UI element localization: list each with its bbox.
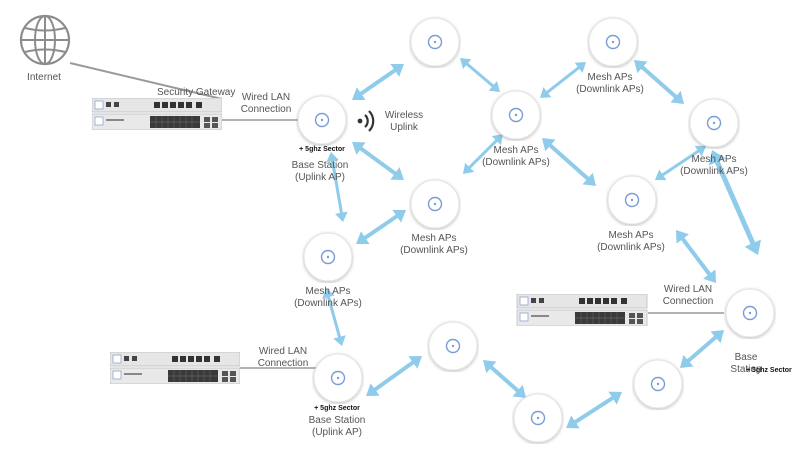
arrow-head — [708, 150, 726, 166]
sector-tag: + 5ghz Sector — [746, 367, 792, 374]
access-point-icon — [690, 99, 738, 147]
access-point-icon — [514, 394, 562, 442]
arrow-head — [634, 60, 648, 74]
arrow-head — [542, 138, 556, 152]
sector-tag: + 5ghz Sector — [299, 146, 345, 153]
switch-rack-icon — [92, 98, 222, 130]
internet-label: Internet — [27, 72, 61, 83]
access-points — [298, 18, 774, 442]
access-point-icon — [429, 322, 477, 370]
arrow-head — [744, 239, 762, 255]
arrow-head — [680, 354, 694, 368]
wireless-link — [684, 333, 720, 365]
arrow-head — [390, 167, 404, 180]
mesh-aps-label: Mesh APs (Downlink APs) — [294, 286, 362, 309]
switch-rack-icon — [516, 294, 648, 326]
access-point-icon — [314, 354, 362, 402]
access-point-icon — [726, 289, 774, 337]
wired-lan-label: Wired LAN Connection — [240, 92, 292, 115]
arrow-head — [694, 145, 706, 157]
globe-icon — [19, 14, 71, 66]
wireless-link — [713, 157, 757, 248]
arrow-head — [366, 383, 380, 396]
arrow-head — [483, 360, 497, 374]
wired-lan-label: Wired LAN Connection — [662, 284, 714, 307]
wireless-link — [466, 137, 500, 171]
wireless-link — [464, 61, 496, 89]
arrow-head — [322, 288, 335, 299]
arrow-head — [566, 415, 580, 429]
mesh-aps-label: Mesh APs (Downlink APs) — [597, 230, 665, 253]
arrow-head — [488, 81, 500, 92]
wireless-link — [371, 358, 417, 394]
wireless-link — [330, 158, 344, 216]
security-gateway-label: Security Gateway — [157, 87, 236, 98]
cable-internet-gateway — [69, 62, 223, 100]
arrow-head — [582, 172, 596, 186]
arrow-head — [356, 231, 370, 245]
wireless-link — [357, 145, 399, 177]
arrow-head — [326, 152, 339, 163]
sector-tag: + 5ghz Sector — [314, 405, 360, 412]
arrow-head — [491, 134, 503, 146]
base-station-uplink-label: Base Station (Uplink AP) — [308, 415, 366, 438]
arrow-head — [335, 211, 348, 222]
base-station-uplink-label: Base Station (Uplink AP) — [291, 160, 349, 183]
base-station-label: Base Station — [730, 352, 762, 375]
access-point-icon — [634, 360, 682, 408]
arrow-head — [710, 330, 724, 344]
cables — [69, 62, 724, 369]
wifi-signal-icon — [357, 110, 375, 132]
wireless-links — [322, 58, 762, 429]
wireless-link — [659, 148, 702, 178]
wireless-link — [361, 212, 401, 242]
wireless-link — [487, 363, 522, 395]
arrow-head — [460, 58, 472, 69]
arrow-head — [408, 356, 422, 369]
access-point-icon — [589, 18, 637, 66]
wireless-link — [544, 64, 582, 96]
arrow-head — [670, 90, 684, 104]
mesh-aps-label: Mesh APs (Downlink APs) — [482, 145, 550, 168]
wireless-link — [357, 66, 399, 98]
access-point-icon — [304, 233, 352, 281]
arrow-head — [392, 209, 406, 223]
switch-rack-icon — [110, 352, 240, 384]
mesh-aps-label: Mesh APs (Downlink APs) — [576, 72, 644, 95]
arrow-head — [333, 335, 346, 346]
access-point-icon — [298, 96, 346, 144]
arrow-head — [655, 169, 667, 181]
mesh-aps-label: Mesh APs (Downlink APs) — [680, 154, 748, 177]
mesh-aps-label: Mesh APs (Downlink APs) — [400, 233, 468, 256]
wireless-link — [638, 63, 680, 101]
wireless-uplink-label: Wireless Uplink — [384, 110, 424, 133]
arrow-head — [540, 87, 552, 98]
arrow-head — [574, 62, 586, 73]
arrow-head — [512, 384, 526, 398]
arrow-head — [608, 391, 622, 405]
access-point-icon — [411, 180, 459, 228]
access-point-icon — [492, 91, 540, 139]
arrow-head — [352, 142, 366, 155]
wireless-link — [546, 141, 592, 183]
wired-lan-label: Wired LAN Connection — [257, 346, 309, 369]
arrow-head — [390, 64, 404, 77]
wireless-link — [571, 394, 617, 426]
wireless-link — [326, 293, 342, 341]
wireless-link — [679, 235, 713, 278]
access-point-icon — [608, 176, 656, 224]
arrow-head — [463, 162, 475, 174]
arrow-head — [352, 87, 366, 100]
arrow-head — [703, 269, 716, 283]
access-point-icon — [411, 18, 459, 66]
arrow-head — [676, 230, 689, 244]
